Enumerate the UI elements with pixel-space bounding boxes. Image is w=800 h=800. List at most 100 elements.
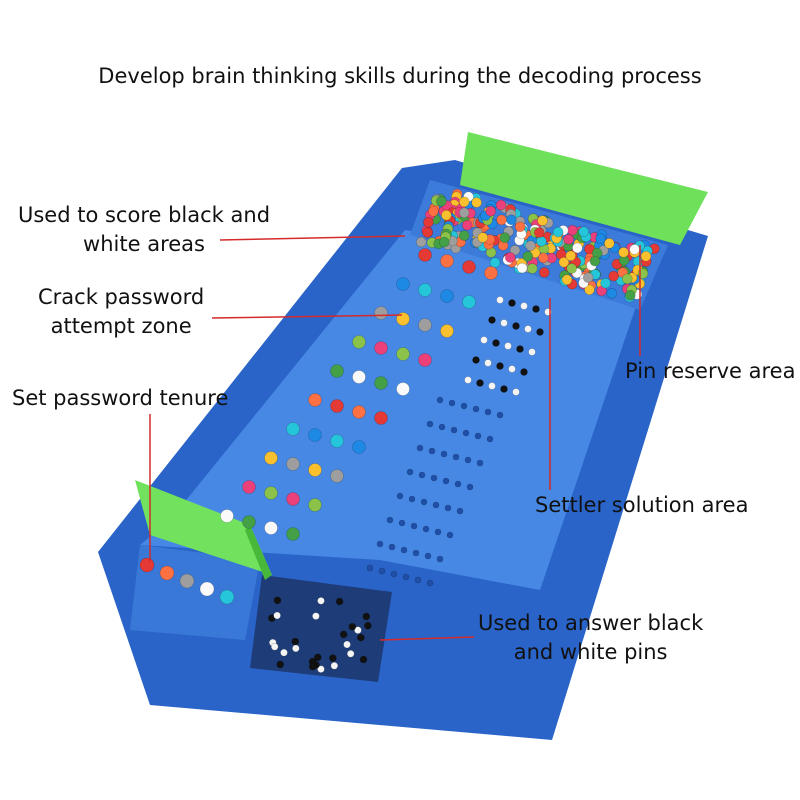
score-pin bbox=[480, 336, 488, 344]
reserve-peg bbox=[461, 219, 473, 231]
reserve-peg bbox=[458, 230, 470, 241]
score-pin bbox=[492, 339, 500, 347]
reserve-peg bbox=[589, 255, 601, 267]
guess-peg bbox=[242, 480, 256, 494]
reserve-peg bbox=[603, 238, 615, 249]
empty-hole bbox=[400, 546, 408, 554]
score-pin bbox=[472, 356, 480, 364]
empty-hole bbox=[430, 474, 438, 482]
answer-pin bbox=[317, 665, 325, 673]
guess-peg bbox=[308, 463, 322, 477]
reserve-peg bbox=[441, 209, 452, 221]
guess-peg bbox=[374, 341, 388, 355]
guess-peg bbox=[286, 492, 300, 506]
reserve-peg bbox=[600, 277, 611, 289]
score-pin bbox=[500, 319, 508, 327]
reserve-peg bbox=[522, 251, 534, 262]
reserve-peg bbox=[422, 227, 433, 238]
guess-peg bbox=[308, 428, 322, 442]
answer-pin bbox=[292, 644, 300, 653]
empty-hole bbox=[418, 471, 426, 479]
guess-peg bbox=[330, 399, 344, 413]
score-pin bbox=[476, 379, 484, 387]
empty-hole bbox=[378, 567, 386, 575]
score-pin bbox=[516, 345, 524, 353]
score-pin bbox=[488, 316, 496, 324]
score-pin bbox=[496, 362, 504, 370]
tray-playfield bbox=[140, 230, 650, 590]
guess-peg bbox=[396, 277, 410, 291]
guess-peg bbox=[242, 515, 256, 529]
reserve-peg bbox=[608, 270, 619, 282]
empty-hole bbox=[448, 399, 456, 407]
reserve-peg bbox=[565, 250, 577, 262]
score-pin bbox=[528, 348, 536, 356]
guess-peg bbox=[484, 266, 498, 280]
reserve-peg bbox=[578, 226, 589, 238]
reserve-peg bbox=[561, 274, 573, 286]
callout-text: white areas bbox=[83, 232, 205, 256]
reserve-peg bbox=[595, 233, 606, 244]
answer-pin bbox=[330, 661, 339, 670]
empty-hole bbox=[484, 408, 492, 416]
guess-peg bbox=[308, 393, 322, 407]
score-pin bbox=[520, 368, 528, 376]
lid-bottom-side bbox=[245, 525, 272, 580]
reserve-peg bbox=[525, 240, 536, 252]
guess-peg bbox=[440, 324, 454, 338]
guess-peg bbox=[352, 370, 366, 384]
callout-score-area: Used to score black and white areas bbox=[18, 201, 270, 259]
leader-lines bbox=[149, 235, 641, 641]
code-peg bbox=[179, 573, 195, 589]
answer-pin bbox=[348, 622, 357, 631]
reserve-peg bbox=[495, 199, 507, 211]
headline: Develop brain thinking skills during the… bbox=[98, 64, 702, 88]
score-pin bbox=[532, 305, 540, 313]
lid-top bbox=[460, 132, 708, 245]
reserve-peg bbox=[496, 214, 507, 226]
reserve-peg bbox=[606, 288, 618, 299]
reserve-peg bbox=[567, 224, 578, 236]
pegs-layer bbox=[139, 188, 660, 673]
guess-peg bbox=[440, 289, 454, 303]
answer-pin bbox=[276, 660, 285, 669]
guess-peg bbox=[352, 440, 366, 454]
guess-peg bbox=[418, 248, 432, 262]
score-pin bbox=[484, 359, 492, 367]
callout-text: Crack password bbox=[38, 285, 205, 309]
empty-hole bbox=[428, 447, 436, 455]
score-pin bbox=[512, 322, 520, 330]
answer-pin bbox=[329, 654, 337, 662]
score-pin bbox=[488, 382, 496, 390]
reserve-peg bbox=[629, 244, 640, 255]
reserve-peg bbox=[485, 205, 497, 217]
empty-hole bbox=[466, 483, 474, 491]
empty-hole bbox=[436, 396, 444, 404]
empty-hole bbox=[422, 525, 430, 533]
code-peg bbox=[159, 565, 175, 581]
guess-peg bbox=[418, 283, 432, 297]
reserve-peg bbox=[509, 244, 521, 256]
guess-peg bbox=[462, 295, 476, 309]
empty-hole bbox=[452, 453, 460, 461]
guess-peg bbox=[264, 521, 278, 535]
empty-hole bbox=[460, 402, 468, 410]
reserve-peg bbox=[423, 216, 434, 228]
empty-hole bbox=[424, 552, 432, 560]
guess-peg bbox=[374, 411, 388, 425]
reserve-peg bbox=[640, 250, 652, 262]
reserve-peg bbox=[504, 252, 516, 263]
empty-hole bbox=[456, 507, 464, 515]
empty-hole bbox=[440, 450, 448, 458]
empty-hole bbox=[438, 423, 446, 431]
score-pin bbox=[508, 299, 516, 307]
guess-peg bbox=[330, 434, 344, 448]
guess-peg bbox=[330, 364, 344, 378]
answer-pin bbox=[354, 626, 362, 634]
reserve-peg bbox=[506, 214, 517, 226]
callout-password-tenure: Set password tenure bbox=[12, 386, 229, 410]
reserve-peg bbox=[618, 247, 629, 258]
guess-peg bbox=[418, 353, 432, 367]
empty-hole bbox=[414, 576, 422, 584]
